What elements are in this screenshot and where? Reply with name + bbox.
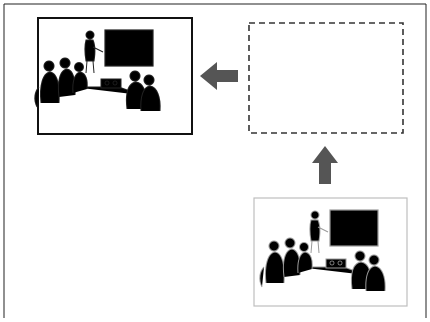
dashed-frame bbox=[249, 23, 403, 133]
frozen-image-placeholder bbox=[249, 23, 403, 133]
current-image-panel bbox=[35, 18, 192, 134]
arrow-left-icon bbox=[200, 62, 238, 90]
arrow-up-icon bbox=[312, 146, 338, 184]
source-image-panel bbox=[254, 198, 407, 306]
